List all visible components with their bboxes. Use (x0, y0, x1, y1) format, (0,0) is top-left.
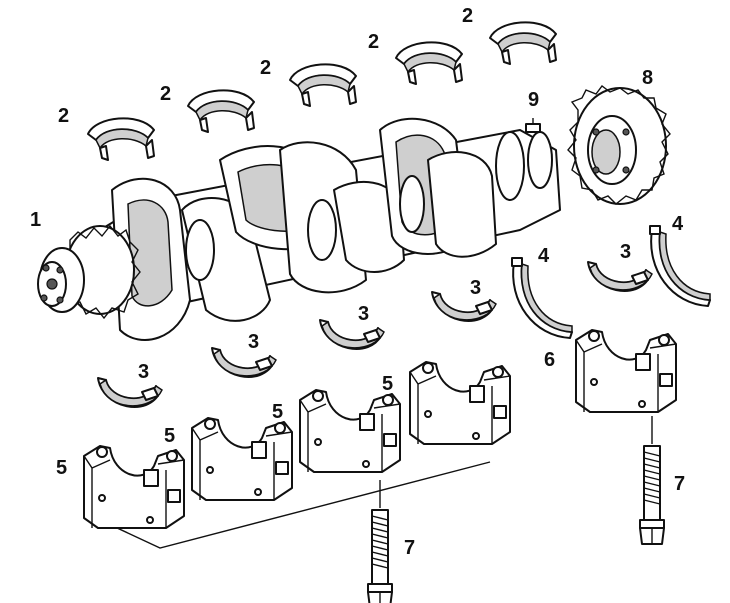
callout-2: 2 (368, 31, 379, 53)
upper-bearing-shell (87, 117, 155, 161)
callout-7: 7 (674, 473, 685, 495)
upper-bearing-shell (187, 89, 255, 133)
upper-bearing-shell (489, 21, 557, 65)
thrust-washer (649, 225, 711, 307)
crankshaft (37, 117, 561, 341)
lower-bearing-shell (211, 347, 277, 378)
callout-2: 2 (58, 105, 69, 127)
callout-5: 5 (164, 425, 175, 447)
main-bearing-cap (83, 445, 185, 529)
upper-bearing-shell (289, 63, 357, 107)
callout-7: 7 (404, 537, 415, 559)
bearing-cap-bolt (639, 416, 665, 545)
crankshaft-gear (567, 85, 671, 205)
lower-bearing-shell (97, 377, 163, 408)
callout-1: 1 (30, 209, 41, 231)
callout-3: 3 (620, 241, 631, 263)
main-bearing-cap (409, 361, 511, 445)
callout-4: 4 (538, 245, 550, 267)
callout-5: 5 (272, 401, 283, 423)
lower-bearing-shell (587, 261, 653, 292)
callout-3: 3 (248, 331, 259, 353)
callout-9: 9 (528, 89, 539, 111)
callout-2: 2 (260, 57, 271, 79)
callout-4: 4 (672, 213, 684, 235)
upper-bearing-shell (395, 41, 463, 85)
rear-bearing-cap (575, 329, 677, 413)
lower-bearing-shell (319, 319, 385, 350)
callout-8: 8 (642, 67, 653, 89)
callout-2: 2 (462, 5, 473, 27)
bearing-cap-bolt (367, 480, 393, 603)
callout-3: 3 (470, 277, 481, 299)
main-bearing-cap (299, 389, 401, 473)
callout-6: 6 (544, 349, 555, 371)
main-bearing-cap (191, 417, 293, 501)
callout-5: 5 (382, 373, 393, 395)
callout-3: 3 (138, 361, 149, 383)
callout-3: 3 (358, 303, 369, 325)
callout-2: 2 (160, 83, 171, 105)
callout-5: 5 (56, 457, 67, 479)
lower-bearing-shell (431, 291, 497, 322)
thrust-washer (511, 257, 573, 339)
